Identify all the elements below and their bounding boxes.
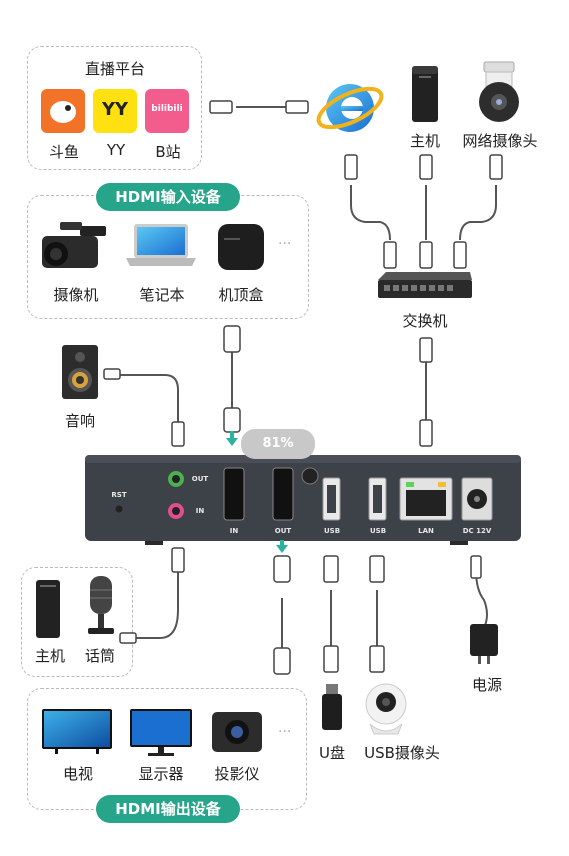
hdmi-output-title: HDMI输出设备 bbox=[96, 795, 240, 823]
live-item-douyu: 斗鱼 bbox=[42, 141, 86, 162]
ie-browser-icon bbox=[313, 81, 386, 135]
douyu-icon bbox=[41, 89, 85, 133]
laptop-icon bbox=[126, 224, 196, 266]
hdmi-out-item-projector: 投影仪 bbox=[204, 763, 270, 784]
set-top-box-icon bbox=[218, 224, 264, 270]
hdmi-input-title: HDMI输入设备 bbox=[96, 183, 240, 211]
ip-camera-icon bbox=[479, 62, 519, 122]
port-label-dc: DC 12V bbox=[456, 527, 498, 535]
tv-icon bbox=[42, 709, 112, 754]
input-arrow-icon bbox=[226, 431, 238, 446]
progress-badge: 81% bbox=[241, 429, 315, 459]
bilibili-logo-text: bilibili bbox=[145, 104, 189, 114]
microphone-icon bbox=[88, 576, 114, 634]
live-item-yy: YY bbox=[94, 141, 138, 159]
usb-camera-label: USB摄像头 bbox=[354, 742, 450, 763]
port-label-hdmi-out: OUT bbox=[269, 527, 297, 535]
port-label-audio-out: OUT bbox=[188, 475, 212, 483]
host-computer-top-icon bbox=[412, 66, 438, 122]
live-platform-title: 直播平台 bbox=[80, 58, 150, 79]
audio-in-item-host: 主机 bbox=[28, 645, 72, 666]
monitor-icon bbox=[130, 709, 192, 756]
usb-drive-icon bbox=[322, 684, 342, 730]
port-label-audio-in: IN bbox=[188, 507, 212, 515]
power-adapter-icon bbox=[470, 624, 498, 664]
svg-text:···: ··· bbox=[278, 724, 291, 740]
network-switch-icon bbox=[378, 272, 472, 298]
speaker-icon bbox=[62, 345, 98, 399]
power-label: 电源 bbox=[462, 674, 512, 695]
hdmi-out-item-monitor: 显示器 bbox=[128, 763, 194, 784]
host-computer-audio-icon bbox=[36, 580, 60, 638]
port-label-lan: LAN bbox=[412, 527, 440, 535]
switch-label: 交换机 bbox=[390, 310, 460, 331]
audio-in-item-mic: 话筒 bbox=[78, 645, 122, 666]
ip-camera-label: 网络摄像头 bbox=[455, 130, 545, 151]
output-arrow-icon bbox=[276, 540, 288, 553]
port-label-rst: RST bbox=[105, 491, 133, 499]
usb-drive-label: U盘 bbox=[310, 742, 354, 763]
port-label-hdmi-in: IN bbox=[222, 527, 246, 535]
speaker-label: 音响 bbox=[55, 410, 105, 431]
hdmi-in-item-settopbox: 机顶盒 bbox=[209, 284, 273, 305]
yy-logo-text: YY bbox=[93, 99, 137, 120]
projector-icon bbox=[212, 712, 262, 752]
port-label-usb1: USB bbox=[318, 527, 346, 535]
usb-camera-icon bbox=[366, 684, 406, 734]
svg-text:···: ··· bbox=[278, 236, 291, 252]
camcorder-icon bbox=[42, 222, 106, 268]
host-top-label: 主机 bbox=[400, 130, 450, 151]
live-item-bilibili: B站 bbox=[146, 141, 190, 162]
hdmi-in-item-laptop: 笔记本 bbox=[130, 284, 194, 305]
hdmi-in-item-camcorder: 摄像机 bbox=[44, 284, 108, 305]
port-label-usb2: USB bbox=[364, 527, 392, 535]
hdmi-out-item-tv: 电视 bbox=[50, 763, 106, 784]
